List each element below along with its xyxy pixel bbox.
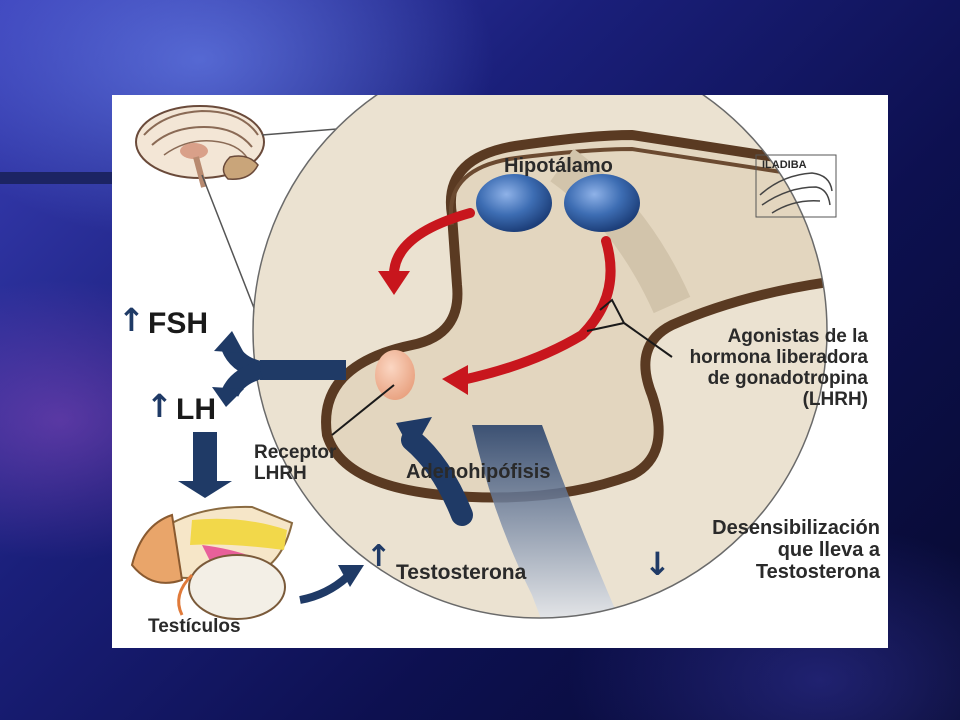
lh-up-arrow-icon: ↑: [146, 387, 173, 425]
desensitization-line-3: Testosterona: [755, 561, 880, 583]
testes-illustration-icon: [130, 505, 294, 620]
fsh-label: FSH: [148, 307, 208, 340]
testosterone-down-arrow-icon: ↓: [644, 545, 671, 583]
agonists-line-4: (LHRH): [802, 388, 868, 410]
diagram-panel: Hipotálamo ILADIBA Agonistas de la hormo…: [112, 95, 888, 648]
receptor-line-1: Receptor: [254, 442, 337, 463]
receptor-line-2: LHRH: [254, 462, 307, 484]
fsh-lh-output-arrows: [212, 331, 346, 407]
fsh-up-arrow-icon: ↑: [118, 301, 145, 339]
lh-label: LH: [176, 393, 216, 426]
diagram-canvas: [130, 95, 837, 620]
navy-arrow-stalk: [396, 417, 473, 526]
hypothalamus-nucleus-left: [476, 174, 552, 232]
testosterone-up-arrow-icon: ↑: [366, 539, 392, 574]
testosterone-arrow: [299, 565, 364, 604]
agonists-pointer: [586, 298, 673, 358]
receptor-pointer: [331, 384, 395, 436]
testosterone-up-label: Testosterona: [396, 561, 527, 584]
receptor-label: Receptor LHRH: [254, 442, 337, 485]
iladiba-logo: [755, 154, 837, 218]
agonists-label: Agonistas de la hormona liberadora de go…: [572, 326, 868, 411]
hypothalamus-label: Hipotálamo: [504, 155, 613, 177]
red-arrow-left: [378, 208, 475, 295]
desensitization-line-1: Desensibilización: [712, 517, 880, 539]
agonists-line-1: Agonistas de la: [727, 326, 868, 347]
desensitization-label: Desensibilización que lleva a Testostero…: [612, 517, 880, 583]
red-arrow-right: [442, 236, 616, 395]
logo-label: ILADIBA: [762, 159, 807, 171]
desensitization-line-2: que lleva a: [777, 539, 880, 561]
hypothalamus-nucleus-right: [564, 174, 640, 232]
brain-inset-icon: [135, 105, 265, 188]
slide-accent-bar: [0, 172, 112, 184]
lhrh-receptor: [375, 350, 415, 400]
testes-label: Testículos: [148, 616, 241, 637]
agonists-line-2: hormona liberadora: [689, 346, 868, 368]
agonists-line-3: de gonadotropina: [707, 367, 868, 389]
adenohypophysis-label: Adenohipófisis: [406, 461, 551, 483]
lh-down-arrow: [178, 432, 232, 498]
